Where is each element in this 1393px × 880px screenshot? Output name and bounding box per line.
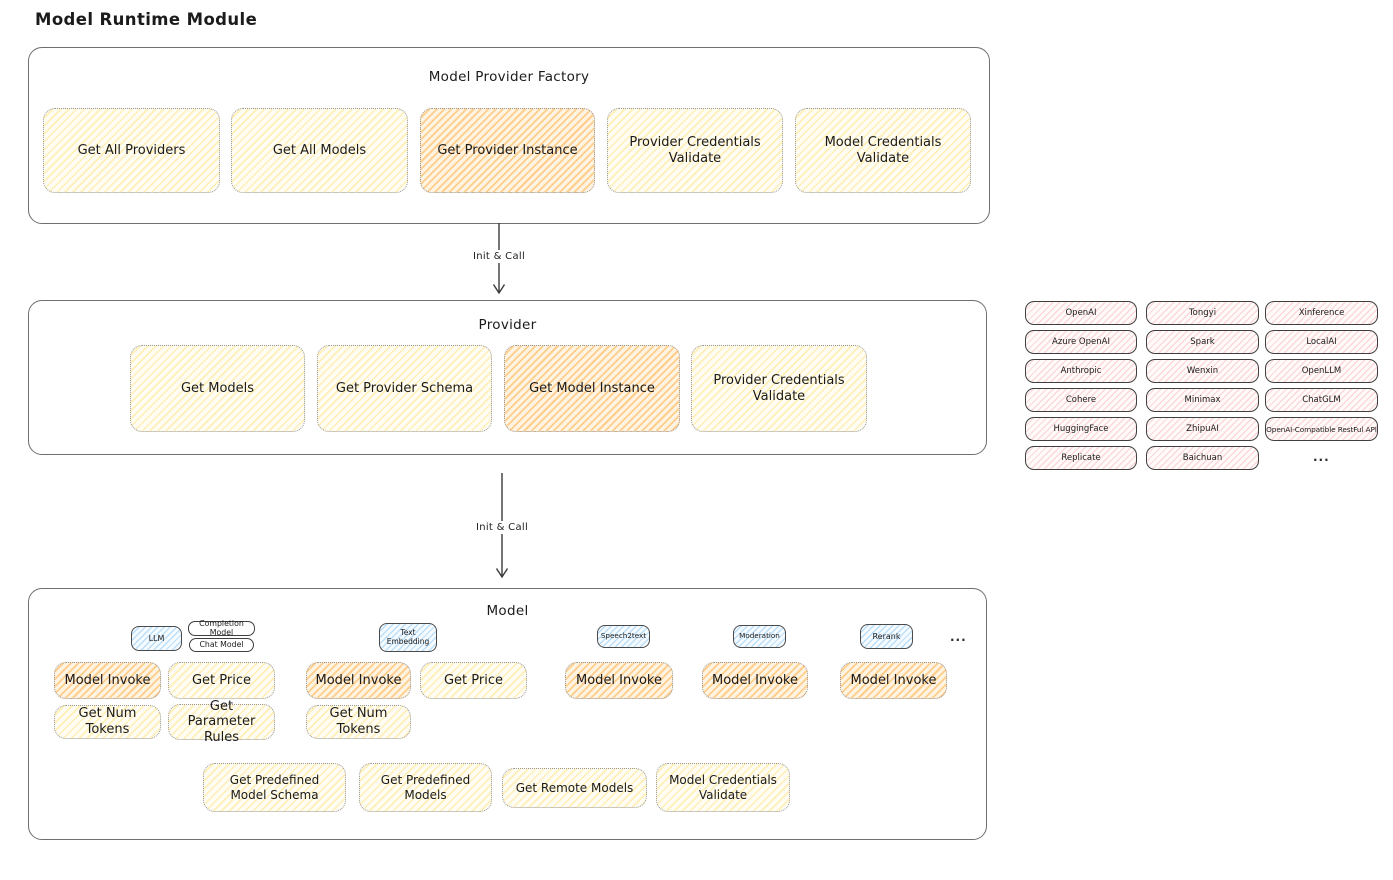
provider-box-get-provider-schema: Get Provider Schema [317, 345, 492, 432]
factory-box-get-all-models: Get All Models [231, 108, 408, 193]
provider-chip-openai-compatible: OpenAI-Compatible RestFul API [1265, 417, 1378, 441]
provider-chip-openai: OpenAI [1025, 301, 1137, 325]
model-model-credentials-validate: Model Credentials Validate [656, 763, 790, 812]
factory-box-model-credentials-validate: Model Credentials Validate [795, 108, 971, 193]
tab-completion-model: Completion Model [188, 619, 255, 636]
provider-chip-baichuan: Baichuan [1146, 446, 1259, 470]
providers-more-ellipsis: ... [1313, 450, 1330, 464]
provider-chip-replicate: Replicate [1025, 446, 1137, 470]
provider-box-get-models: Get Models [130, 345, 305, 432]
tab-text-embedding: Text Embedding [379, 623, 437, 652]
rerank-model-invoke: Model Invoke [840, 662, 947, 699]
provider-chip-openllm: OpenLLM [1265, 359, 1378, 383]
text-embedding-get-price: Get Price [420, 662, 527, 699]
tab-llm: LLM [131, 626, 182, 651]
tab-rerank: Rerank [860, 624, 913, 649]
llm-model-invoke: Model Invoke [54, 662, 161, 699]
speech2text-model-invoke: Model Invoke [565, 662, 673, 699]
provider-chip-tongyi: Tongyi [1146, 301, 1259, 325]
provider-chip-anthropic: Anthropic [1025, 359, 1137, 383]
text-embedding-model-invoke: Model Invoke [306, 662, 411, 699]
provider-chip-zhipuai: ZhipuAI [1146, 417, 1259, 441]
provider-chip-wenxin: Wenxin [1146, 359, 1259, 383]
provider-box-provider-credentials-validate: Provider Credentials Validate [691, 345, 867, 432]
provider-chip-spark: Spark [1146, 330, 1259, 354]
model-panel-title: Model [486, 603, 529, 619]
tab-speech2text: Speech2text [597, 625, 650, 648]
provider-chip-localai: LocalAI [1265, 330, 1378, 354]
provider-box-get-model-instance: Get Model Instance [504, 345, 680, 432]
moderation-model-invoke: Model Invoke [702, 662, 808, 699]
arrow2-label: Init & Call [471, 521, 533, 534]
factory-box-get-all-providers: Get All Providers [43, 108, 220, 193]
factory-box-get-provider-instance: Get Provider Instance [420, 108, 595, 193]
provider-chip-minimax: Minimax [1146, 388, 1259, 412]
llm-get-num-tokens: Get Num Tokens [54, 705, 161, 739]
provider-chip-xinference: Xinference [1265, 301, 1378, 325]
provider-chip-cohere: Cohere [1025, 388, 1137, 412]
factory-panel-title: Model Provider Factory [428, 69, 590, 85]
factory-box-provider-credentials-validate: Provider Credentials Validate [607, 108, 783, 193]
provider-panel-title: Provider [478, 317, 537, 333]
provider-chip-chatglm: ChatGLM [1265, 388, 1378, 412]
text-embedding-get-num-tokens: Get Num Tokens [306, 705, 411, 739]
tab-chat-model: Chat Model [189, 638, 254, 652]
page-title: Model Runtime Module [35, 10, 258, 29]
model-get-remote-models: Get Remote Models [502, 768, 647, 808]
model-get-predefined-models: Get Predefined Models [359, 763, 492, 812]
model-tabs-more-ellipsis: ... [950, 630, 967, 644]
provider-chip-azure-openai: Azure OpenAI [1025, 330, 1137, 354]
llm-get-price: Get Price [168, 662, 275, 699]
model-get-predefined-model-schema: Get Predefined Model Schema [203, 763, 346, 812]
tab-moderation: Moderation [733, 625, 786, 648]
provider-chip-huggingface: HuggingFace [1025, 417, 1137, 441]
arrow1-label: Init & Call [468, 250, 530, 263]
llm-get-parameter-rules: Get Parameter Rules [168, 699, 275, 745]
